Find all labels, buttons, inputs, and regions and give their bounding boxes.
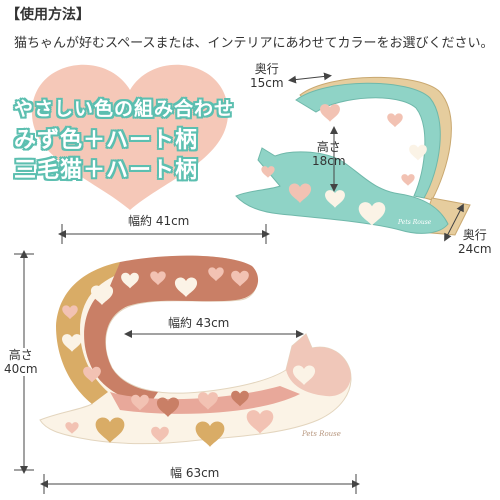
promo-line-1: やさしい色の組み合わせ — [14, 98, 235, 120]
large-height-label: 高さ 40cm — [4, 348, 38, 376]
large-width-label: 幅 63cm — [170, 466, 220, 480]
small-scratcher — [235, 76, 471, 236]
large-scratcher — [39, 255, 352, 447]
section-title: 【使用方法】 — [6, 7, 90, 23]
small-depth-arrow — [288, 72, 332, 84]
large-inner-width-label: 幅約 43cm — [168, 316, 230, 330]
small-brand-logo: Pets Rouse — [397, 219, 432, 226]
promo-line-2: みず色＋ハート柄 — [14, 128, 199, 153]
promo-heart-icon — [31, 64, 229, 210]
small-depth2-label: 奥行 24cm — [458, 228, 492, 256]
small-depth2-arrow — [444, 203, 464, 242]
small-height-label: 高さ 18cm — [312, 140, 346, 168]
intro-text: 猫ちゃんが好むスペースまたは、インテリアにあわせてカラーをお選びください。 — [14, 36, 494, 51]
small-depth-label: 奥行 15cm — [250, 62, 284, 90]
small-width-label: 幅約 41cm — [128, 214, 190, 228]
large-brand-logo: Pets Rouse — [301, 430, 341, 438]
promo-line-3: 三毛猫＋ハート柄 — [14, 158, 199, 183]
